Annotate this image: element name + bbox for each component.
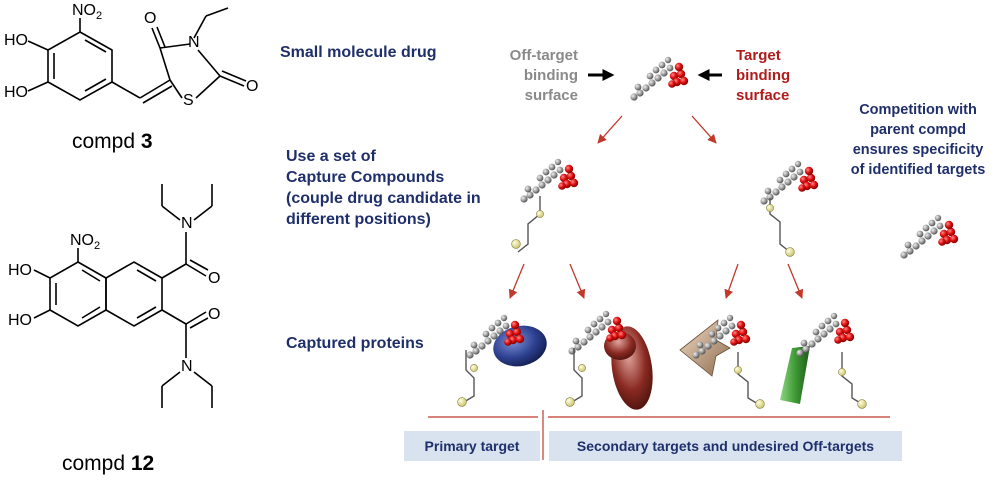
- competition-line-1: Competition with: [859, 102, 977, 118]
- compd3-bonds: [27, 7, 247, 104]
- capture-compounds-label: Use a set of Capture Compounds (couple d…: [286, 146, 481, 230]
- capture-line-1: Use a set of: [286, 148, 376, 165]
- capture-line-4: different positions): [286, 211, 431, 228]
- off-target-line-2: binding: [523, 67, 578, 84]
- competition-line-3: ensures specificity: [852, 142, 984, 158]
- compd3-nitro-label: NO2: [72, 2, 103, 23]
- competition-line-4: of identified targets: [850, 162, 986, 178]
- compd12-caption: compd 12: [62, 452, 155, 475]
- competitor-molecule: [900, 214, 959, 259]
- capture-compound-left: [511, 158, 579, 253]
- target-line-3: surface: [736, 87, 790, 104]
- off-target-line-1: Off-target: [509, 47, 578, 64]
- compd3-n-label: N: [188, 34, 200, 51]
- compd12-bonds: [33, 184, 213, 408]
- complex-primary-target: [457, 314, 547, 407]
- target-surface-label: Target binding surface: [736, 46, 790, 106]
- compd12-o-bottom-label: O: [208, 306, 221, 323]
- compd12-n-bottom-label: N: [181, 358, 193, 375]
- compd3-o-top-label: O: [144, 10, 157, 27]
- competition-note: Competition with parent compd ensures sp…: [838, 100, 998, 180]
- compd3-s-label: S: [183, 92, 194, 109]
- complex-off-target-tan: [679, 314, 765, 409]
- parent-drug-molecule: [630, 56, 689, 101]
- target-line-2: binding: [736, 67, 791, 84]
- capture-line-2: Capture Compounds: [286, 169, 445, 186]
- compd12-ho-bottom-label: HO: [8, 312, 32, 329]
- compd3-o-right-label: O: [246, 78, 259, 95]
- complex-off-target-brown: [565, 310, 653, 410]
- compd3-ho-bottom-label: HO: [4, 84, 28, 101]
- compd12-n-top-label: N: [181, 215, 193, 232]
- diagram-arrows: [508, 115, 804, 299]
- off-target-line-3: surface: [524, 87, 578, 104]
- primary-target-box: Primary target: [404, 431, 540, 461]
- compd3-caption: compd 3: [72, 130, 153, 153]
- compd12-ho-top-label: HO: [8, 262, 32, 279]
- capture-compound-right: [760, 160, 819, 257]
- compd3-ho-top-label: HO: [4, 32, 28, 49]
- secondary-targets-box: Secondary targets and undesired Off-targ…: [549, 431, 902, 461]
- compd12-o-top-label: O: [208, 270, 221, 287]
- target-line-1: Target: [736, 47, 781, 64]
- off-target-surface-label: Off-target binding surface: [480, 46, 578, 106]
- compd12-nitro-label: NO2: [70, 232, 101, 253]
- small-molecule-drug-label: Small molecule drug: [280, 44, 437, 61]
- complex-off-target-green: [780, 312, 867, 409]
- capture-line-3: (couple drug candidate in: [286, 190, 481, 207]
- competition-line-2: parent compd: [870, 122, 966, 138]
- captured-proteins-label: Captured proteins: [286, 335, 424, 352]
